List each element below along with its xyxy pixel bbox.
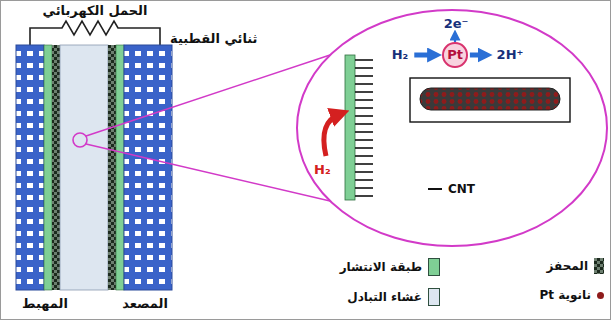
diffusion-layer — [116, 45, 124, 290]
cnt-stroke — [355, 123, 373, 125]
cathode-label: المهبط — [22, 296, 68, 312]
diffusion-layer-zoom — [345, 55, 355, 200]
cnt-stroke — [355, 155, 373, 157]
legend-item: المحفز — [547, 258, 604, 274]
electron-arrow — [454, 35, 456, 42]
reaction-arrow — [414, 53, 436, 58]
load-resistor-wire — [30, 21, 160, 45]
cnt-stroke — [355, 139, 373, 141]
cnt-stroke — [355, 163, 373, 165]
reaction-arrow — [470, 53, 487, 58]
nanotube-inset — [410, 78, 570, 122]
catalyst-layer — [108, 45, 116, 290]
cnt-stroke — [355, 75, 373, 77]
nanotube — [420, 88, 560, 110]
cnt-stroke — [355, 107, 373, 109]
cathode-plate — [16, 45, 44, 290]
legend-text: المحفز — [547, 259, 588, 273]
cnt-stroke — [355, 99, 373, 101]
catalyst-circle: Pt — [442, 42, 468, 68]
species-label-box: 2H⁺ — [493, 45, 528, 65]
legend-item: Pt نانوية — [539, 288, 604, 302]
cnt-stroke — [355, 171, 373, 173]
node-text: H₂ — [392, 47, 409, 63]
cnt-strokes — [355, 60, 373, 196]
cnt-stroke — [355, 187, 373, 189]
electron-label: 2e⁻ — [444, 16, 469, 32]
cnt-stroke — [355, 59, 373, 61]
nanoparticle-dot — [597, 292, 604, 299]
node-text: Pt — [447, 47, 463, 63]
legend-swatch — [428, 288, 440, 306]
legend-text: غشاء التبادل — [347, 290, 422, 304]
species-label-box: H₂ — [388, 45, 413, 65]
diffusion-layer — [44, 45, 52, 290]
zoom-spot — [73, 133, 87, 147]
legend-text: طبقة الانتشار — [340, 260, 422, 274]
legend-item: غشاء التبادل — [347, 288, 440, 306]
load-label: الحمل الكهربائي — [43, 3, 148, 19]
zoom-leader — [86, 55, 330, 136]
exchange-membrane — [60, 45, 108, 290]
anode-label: المصعد — [122, 296, 168, 312]
cnt-line-sample — [428, 188, 442, 190]
catalyst-swatch — [594, 258, 604, 274]
anode-plate — [124, 45, 172, 290]
node-text: 2H⁺ — [497, 47, 524, 63]
legend-text: Pt نانوية — [539, 288, 591, 302]
hydrogen-label: H₂ — [314, 162, 331, 178]
legend-item: طبقة الانتشار — [340, 258, 440, 276]
cnt-stroke — [355, 91, 373, 93]
cnt-stroke — [355, 83, 373, 85]
legend-item: CNT — [428, 182, 475, 196]
cnt-stroke — [355, 115, 373, 117]
cnt-stroke — [355, 195, 373, 197]
bipolar-label: ثنائي القطبية — [170, 31, 257, 47]
cnt-stroke — [355, 147, 373, 149]
zoom-leader — [86, 144, 330, 201]
hydrogen-inflow-arrow — [324, 114, 340, 156]
cnt-stroke — [355, 131, 373, 133]
zoom-ellipse — [297, 10, 607, 246]
legend-swatch — [428, 258, 440, 276]
cnt-stroke — [355, 179, 373, 181]
legend-text: CNT — [448, 182, 475, 196]
catalyst-layer — [52, 45, 60, 290]
cnt-stroke — [355, 67, 373, 69]
